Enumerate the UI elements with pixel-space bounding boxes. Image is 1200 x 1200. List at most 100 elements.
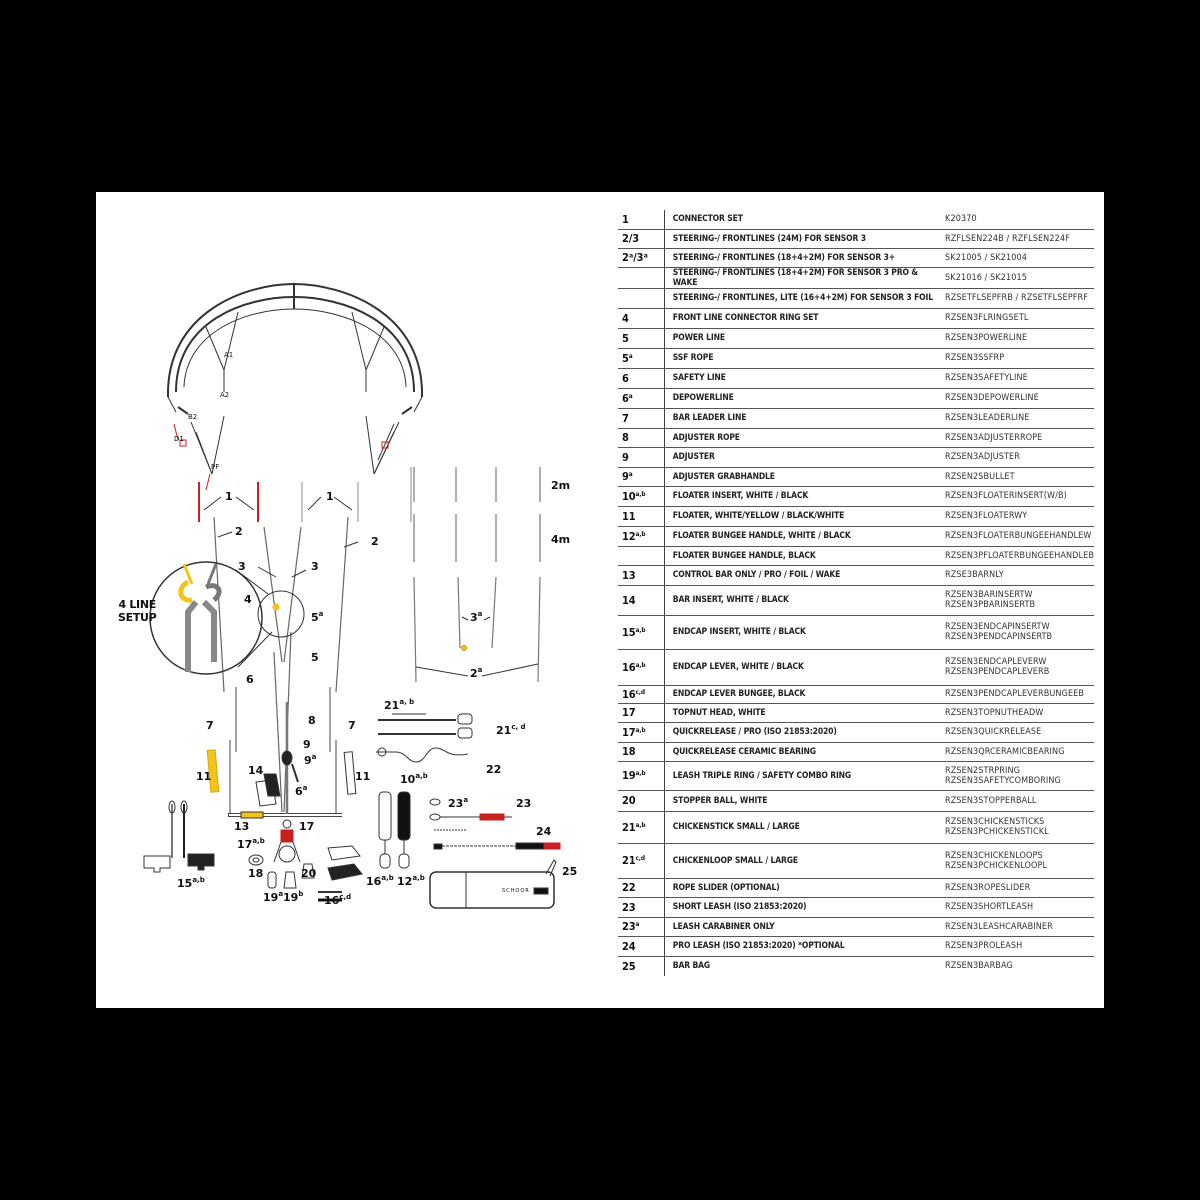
callout-connector-right: 1 [326, 490, 334, 503]
callout-combo-ring: 19b [283, 890, 304, 904]
part-code: RZSEN3PFLOATERBUNGEEHANDLEB [935, 546, 1094, 566]
part-number: 20 [618, 790, 665, 812]
callout-a1: A1 [224, 351, 234, 359]
part-code: RZSEN3PENDCAPLEVERBUNGEEB [935, 685, 1094, 704]
part-description: STEERING-/ FRONTLINES (24M) FOR SENSOR 3 [664, 229, 936, 249]
part-code: RZSE3BARNLY [935, 565, 1094, 586]
callout-chickenloop: 21c, d [496, 723, 526, 737]
part-description: FLOATER BUNGEE HANDLE, WHITE / BLACK [664, 526, 936, 547]
part-code: RZSEN3LEASHCARABINER [935, 917, 1094, 937]
part-code: K20370 [935, 210, 1094, 230]
part-number: 17 [618, 703, 665, 723]
part-description: TOPNUT HEAD, WHITE [664, 703, 936, 723]
part-description: STOPPER BALL, WHITE [664, 790, 936, 812]
part-code: RZSEN3SAFETYLINE [935, 368, 1094, 389]
callout-chickenstick: 21a, b [384, 698, 415, 712]
part-description: ENDCAP LEVER BUNGEE, BLACK [664, 685, 936, 704]
callout-endcap-lever: 16a,b [366, 874, 394, 888]
part-number: 9 [618, 447, 665, 468]
callout-power-line: 5 [311, 651, 319, 664]
part-description: LEASH CARABINER ONLY [664, 917, 936, 937]
callout-ring: 4 [244, 593, 252, 606]
four-line-setup-label: 4 LINE SETUP [118, 598, 157, 624]
part-description: ADJUSTER GRABHANDLE [664, 467, 936, 487]
part-code: RZSEN3FLOATERBUNGEEHANDLEW [935, 526, 1094, 547]
callout-a2: A2 [220, 391, 230, 399]
part-number: 2/3 [618, 229, 665, 249]
callout-front-ext: 2a [470, 666, 483, 680]
part-number: 21c,d [618, 843, 665, 879]
part-description: STEERING-/ FRONTLINES, LITE (16+4+2M) FO… [664, 288, 936, 309]
part-description: POWER LINE [664, 328, 936, 349]
callout-stopper: 20 [301, 867, 317, 880]
part-number: 25 [618, 956, 665, 976]
part-number: 1 [618, 210, 665, 230]
callout-short-leash: 23 [516, 797, 532, 810]
callout-leader-right: 7 [348, 719, 356, 732]
part-description: PRO LEASH (ISO 21853:2020) *OPTIONAL [664, 936, 936, 957]
part-number: 2ᵃ/3ᵃ [618, 248, 665, 268]
part-description: LEASH TRIPLE RING / SAFETY COMBO RING [664, 761, 936, 791]
parts-row: STEERING-/ FRONTLINES (18+4+2M) FOR SENS… [618, 267, 1094, 289]
part-number: 5 [618, 328, 665, 349]
part-code: RZSEN3POWERLINE [935, 328, 1094, 349]
part-number: 11 [618, 506, 665, 527]
part-code: RZSEN3SSFRP [935, 348, 1094, 369]
length-2m: 2m [551, 479, 571, 492]
callout-floater-insert: 10a,b [400, 772, 428, 786]
callout-endcap-insert: 15a,b [177, 876, 205, 890]
part-description: STEERING-/ FRONTLINES (18+4+2M) FOR SENS… [664, 248, 936, 268]
part-description: SSF ROPE [664, 348, 936, 369]
part-number: 23a [618, 917, 665, 937]
callout-bearing: 18 [248, 867, 264, 880]
part-description: CHICKENSTICK SMALL / LARGE [664, 811, 936, 844]
part-description: BAR BAG [672, 961, 711, 972]
kite-icon [166, 282, 424, 475]
part-number: 22 [618, 878, 665, 898]
part-description: CONTROL BAR ONLY / PRO / FOIL / WAKE [664, 565, 936, 586]
part-number: 8 [618, 428, 665, 448]
part-number: 13 [618, 565, 665, 586]
part-code: RZSEN3FLRINGSETL [935, 308, 1094, 329]
length-4m: 4m [551, 533, 571, 546]
part-code: RZSEN2SBULLET [935, 467, 1094, 487]
callout-adjuster: 9 [303, 738, 311, 751]
callout-pro-leash: 24 [536, 825, 552, 838]
part-code: RZSEN3FLOATERINSERT(W/B) [935, 486, 1094, 507]
part-description: FRONT LINE CONNECTOR RING SET [664, 308, 936, 329]
part-number: 12a,b [618, 526, 665, 547]
part-description: DEPOWERLINE [664, 388, 936, 409]
part-number [618, 546, 665, 566]
callout-safety-line: 6 [246, 673, 254, 686]
callout-frontline-right: 2 [371, 535, 379, 548]
callout-b2: B2 [188, 413, 198, 421]
callout-floater-right: 11 [355, 770, 371, 783]
part-number: 21a,b [618, 811, 665, 844]
part-description: ADJUSTER [664, 447, 936, 468]
callout-endcap-bungee: 16c,d [324, 893, 352, 907]
part-code: RZSEN3TOPNUTHEADW [935, 703, 1094, 723]
exploded-diagram: A1 A2 B2 D1 PF 1 1 2 2 3 3 4 5a 5 6 4 LI… [96, 192, 606, 1008]
part-number: 7 [618, 408, 665, 429]
part-number: 15a,b [618, 615, 665, 650]
callout-grabhandle: 9a [304, 753, 317, 767]
part-description: FLOATER BUNGEE HANDLE, BLACK [664, 546, 936, 566]
part-description: BAR LEADER LINE [664, 408, 936, 429]
